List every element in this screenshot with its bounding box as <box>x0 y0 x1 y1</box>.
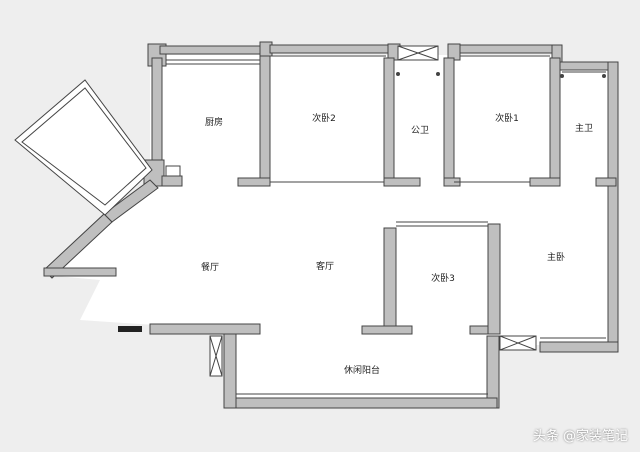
watermark: 头条 @家装笔记 <box>532 429 628 444</box>
room-label-master-bath: 主卫 <box>575 122 593 134</box>
wall-bedroom3-left <box>383 227 397 335</box>
wall-right <box>607 61 619 353</box>
room-label-balcony: 休闲阳台 <box>344 364 380 376</box>
wall-bedroom1-bottom <box>529 177 561 187</box>
wall-dining-left-top <box>43 267 117 277</box>
wall-bottom-dining <box>149 323 261 335</box>
wall-bedroom3-bottom-left <box>361 325 413 335</box>
room-label-dining: 餐厅 <box>201 261 219 273</box>
wall-balcony-bottom <box>231 397 498 409</box>
wall-bottom-master <box>539 341 619 353</box>
wall-balcony-right <box>486 335 500 409</box>
wall-kitchen-door-jamb <box>237 177 271 187</box>
wall-bedroom3-right <box>487 223 501 335</box>
wall-bedroom1-masterbath <box>549 57 561 187</box>
room-label-master-bedroom: 主卧 <box>547 251 565 263</box>
wall-bedroom2-publicbath <box>383 57 395 187</box>
wall-top-master-bath <box>554 61 616 71</box>
wall-publicbath-bottom <box>383 177 421 187</box>
room-label-public-bath: 公卫 <box>411 125 429 136</box>
windows <box>166 55 606 395</box>
fixtures <box>118 72 606 332</box>
wall-top-bedroom2 <box>269 44 391 54</box>
ac-units <box>209 45 537 377</box>
wall-top-bedroom1 <box>459 44 556 54</box>
room-label-bedroom2: 次卧2 <box>312 112 336 124</box>
wall-publicbath-bedroom1 <box>443 57 455 187</box>
wall-diagonal-lower <box>43 213 113 279</box>
room-labels: 厨房 次卧2 公卫 次卧1 主卫 餐厅 客厅 次卧3 主卧 休闲阳台 <box>201 112 593 376</box>
outer-balcony <box>14 79 153 216</box>
wall-top-kitchen <box>159 45 261 55</box>
wall-balcony-left <box>223 327 237 409</box>
wall-masterbath-bottom <box>595 177 617 187</box>
room-label-living: 客厅 <box>316 260 334 272</box>
wall-kitchen-bedroom2 <box>259 55 271 187</box>
room-label-bedroom1: 次卧1 <box>495 112 519 124</box>
room-label-bedroom3: 次卧3 <box>431 272 455 284</box>
wall-kitchen-bottom <box>161 175 183 187</box>
room-label-kitchen: 厨房 <box>205 116 223 128</box>
